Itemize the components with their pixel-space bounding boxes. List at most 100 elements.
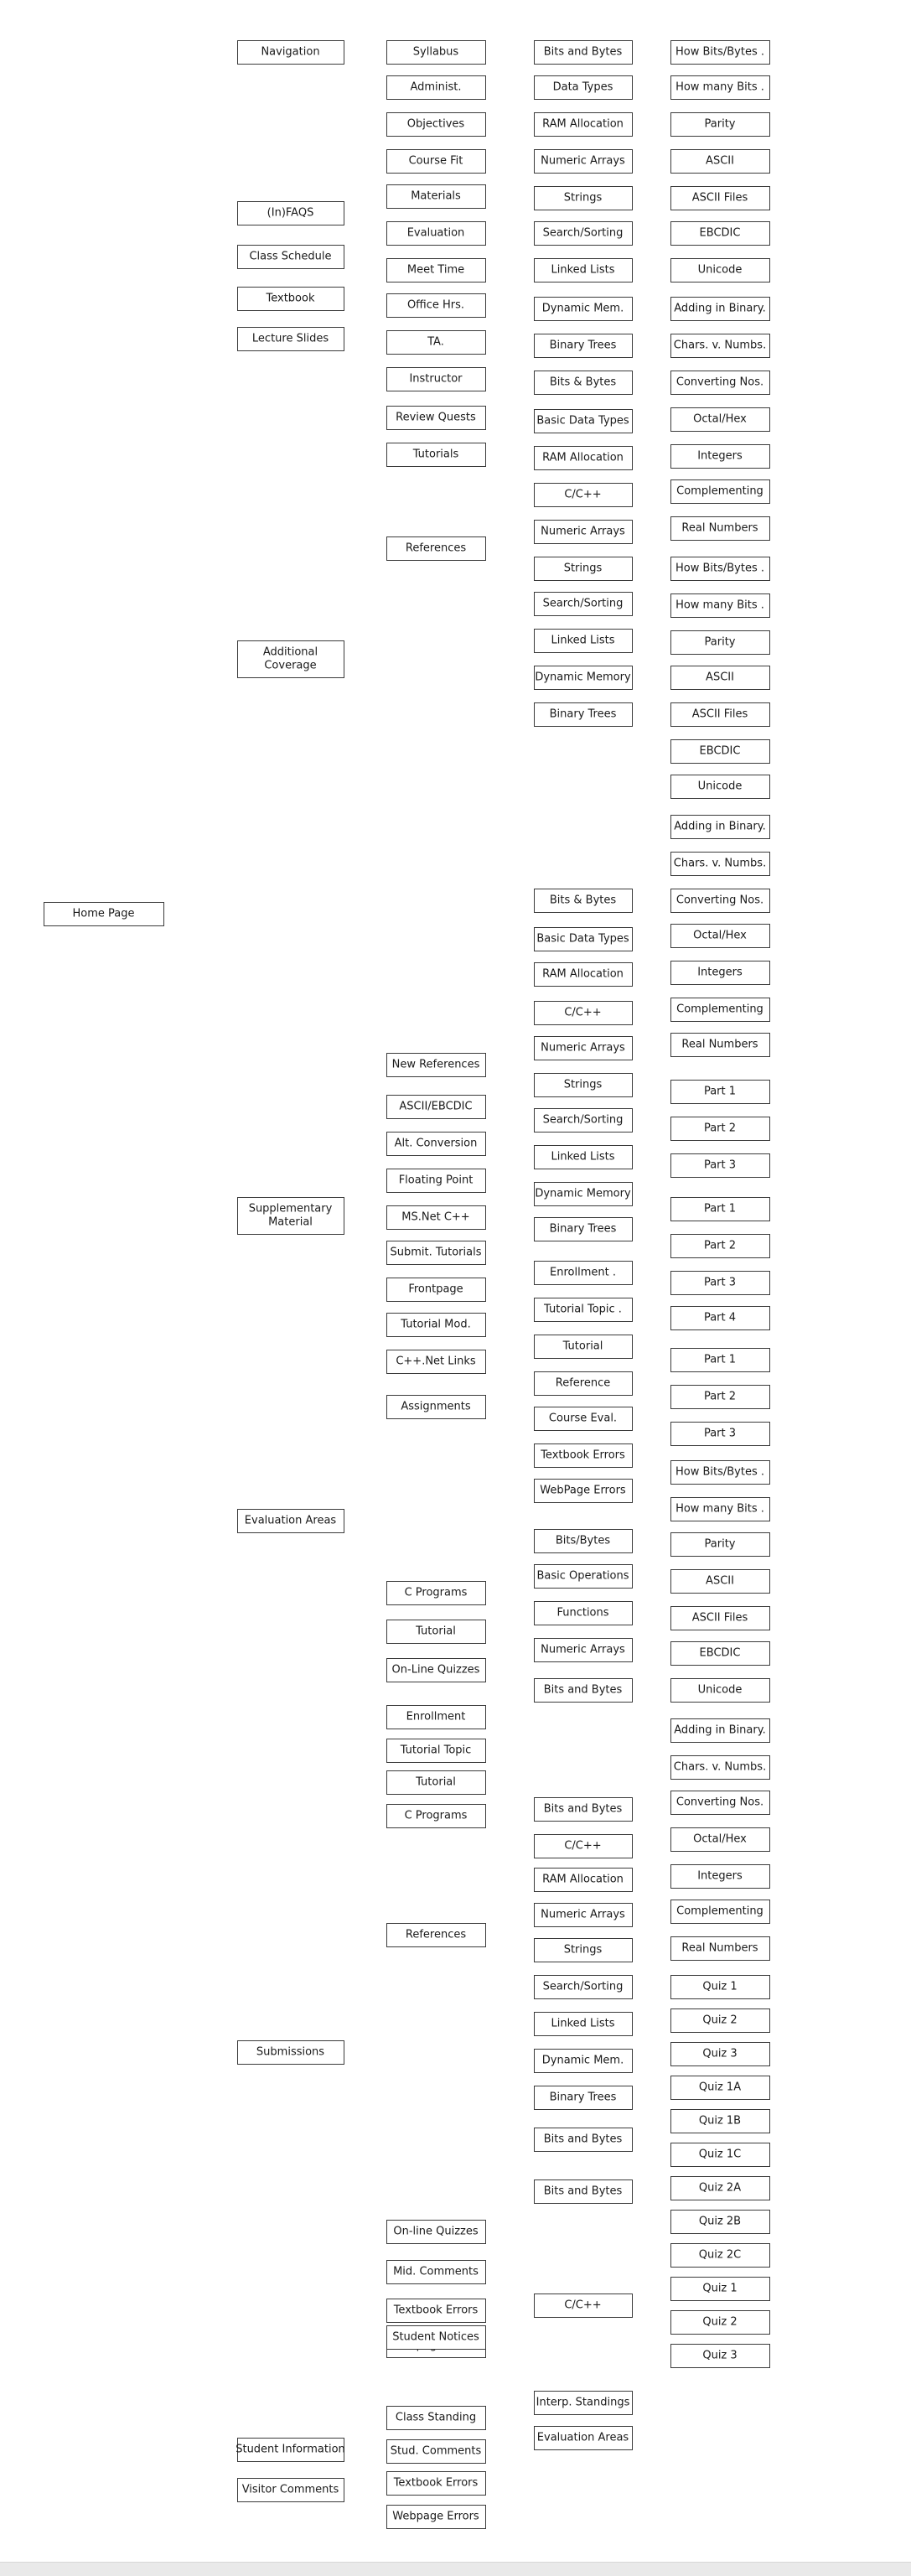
node-box-srr5 <box>670 1864 770 1889</box>
node-label-rb2: How many Bits . <box>675 599 764 612</box>
node-label-f4: Course Fit <box>409 155 463 168</box>
node-home: Home Page <box>44 902 164 926</box>
node-box-rr6 <box>670 998 770 1022</box>
node-label-t9: Dynamic Memory <box>535 671 631 684</box>
node-q2: Bits and Bytes <box>534 2179 633 2204</box>
node-label-s7: Tutorial Mod. <box>400 1319 470 1331</box>
node-box-su6 <box>386 2220 486 2244</box>
node-label-ea5: Course Eval. <box>549 1412 617 1425</box>
node-box-tb5 <box>670 444 770 469</box>
node-rr1: Adding in Binary. <box>670 815 770 839</box>
node-label-rb7: Unicode <box>698 780 743 793</box>
node-label-home: Home Page <box>73 908 135 920</box>
node-qb2: Quiz 1B <box>670 2109 770 2133</box>
node-label-e3: Tutorial <box>415 1625 456 1638</box>
node-label-f6: Evaluation <box>407 227 465 240</box>
node-box-qa1 <box>670 1975 770 1999</box>
node-rr2: Chars. v. Numbs. <box>670 852 770 876</box>
node-label-n4: Textbook <box>266 293 315 305</box>
node-f3: Objectives <box>386 112 486 137</box>
node-label-ec4: Numeric Arrays <box>541 1644 625 1656</box>
node-su7: Mid. Comments <box>386 2260 486 2284</box>
node-label-m4: Numeric Arrays <box>541 155 625 168</box>
node-label-e2: C Programs <box>405 1587 468 1599</box>
node-label-rr4: Octal/Hex <box>693 930 747 942</box>
node-rb6: EBCDIC <box>670 739 770 764</box>
node-label-qb3: Quiz 1C <box>699 2148 741 2161</box>
node-tb5: Integers <box>670 444 770 469</box>
node-label-qb5: Quiz 2B <box>699 2216 741 2228</box>
node-box-sr4 <box>534 1903 633 1927</box>
node-label-n9: Submissions <box>256 2046 324 2059</box>
node-box-f2 <box>386 75 486 100</box>
node-label-n5: Lecture Slides <box>252 333 329 345</box>
node-label-tb6: Complementing <box>676 485 763 498</box>
node-box-r4 <box>534 1001 633 1025</box>
node-label-eb5: ASCII Files <box>692 1612 748 1625</box>
node-box-ea5 <box>534 1407 633 1431</box>
node-box-su3 <box>386 1770 486 1795</box>
node-box-m7 <box>534 258 633 282</box>
node-qb3: Quiz 1C <box>670 2143 770 2167</box>
node-eb1: How Bits/Bytes . <box>670 1460 770 1485</box>
node-box-qb3 <box>670 2143 770 2167</box>
node-mb2: How many Bits . <box>670 75 770 100</box>
node-srr3: Converting Nos. <box>670 1791 770 1815</box>
node-m4: Numeric Arrays <box>534 149 633 174</box>
node-box-tb4 <box>670 407 770 432</box>
node-srr6: Complementing <box>670 1900 770 1924</box>
node-box-srr1 <box>670 1718 770 1743</box>
node-label-m9: Binary Trees <box>550 339 617 352</box>
node-box-rb5 <box>670 702 770 727</box>
node-label-f2: Administ. <box>410 81 461 94</box>
node-label-n2: (In)FAQS <box>267 207 314 220</box>
node-label-t1: Bits & Bytes <box>550 376 617 389</box>
node-box-rb4 <box>670 666 770 690</box>
node-ea6: Textbook Errors <box>534 1443 633 1468</box>
node-box-m4 <box>534 149 633 174</box>
node-box-m3 <box>534 112 633 137</box>
node-box-qb6 <box>670 2243 770 2268</box>
node-rr6: Complementing <box>670 998 770 1022</box>
node-srr5: Integers <box>670 1864 770 1889</box>
node-sr5: Strings <box>534 1938 633 1962</box>
node-box-n1 <box>237 40 344 65</box>
node-label-f5: Materials <box>411 190 461 203</box>
node-box-e4 <box>386 1658 486 1682</box>
node-t5: Numeric Arrays <box>534 520 633 544</box>
node-label-s1: ASCII/EBCDIC <box>399 1101 472 1113</box>
node-lp1: Part 1 <box>670 1080 770 1104</box>
node-tb4: Octal/Hex <box>670 407 770 432</box>
node-n3: Class Schedule <box>237 245 344 269</box>
node-box-bp1 <box>670 1197 770 1221</box>
node-label-sr2: C/C++ <box>564 1840 601 1853</box>
node-label-n7-2: Material <box>268 1216 313 1229</box>
node-t9: Dynamic Memory <box>534 666 633 690</box>
node-label-m3: RAM Allocation <box>542 118 624 131</box>
node-r6: Strings <box>534 1073 633 1097</box>
node-label-cs1: Interp. Standings <box>536 2397 630 2409</box>
node-eb6: EBCDIC <box>670 1641 770 1666</box>
node-label-t2: Basic Data Types <box>536 415 629 428</box>
node-label-r10: Binary Trees <box>550 1223 617 1236</box>
node-label-qc1: Quiz 1 <box>702 2283 737 2295</box>
node-label-su3: Tutorial <box>415 1776 456 1789</box>
node-s3: Floating Point <box>386 1169 486 1193</box>
node-box-rr4 <box>670 924 770 948</box>
node-label-ea4: Reference <box>556 1377 610 1390</box>
node-label-lp1: Part 1 <box>704 1086 736 1098</box>
node-box-sr1 <box>534 1797 633 1822</box>
node-label-t3: RAM Allocation <box>542 452 624 464</box>
node-qb6: Quiz 2C <box>670 2243 770 2268</box>
node-label-r3: RAM Allocation <box>542 968 624 981</box>
node-rb3: Parity <box>670 630 770 655</box>
node-srr1: Adding in Binary. <box>670 1718 770 1743</box>
node-box-rr2 <box>670 852 770 876</box>
node-s2: Alt. Conversion <box>386 1132 486 1156</box>
node-box-tb3 <box>670 371 770 395</box>
node-box-mb7 <box>670 258 770 282</box>
node-box-ea3 <box>534 1335 633 1359</box>
node-label-mb4: ASCII <box>706 155 734 168</box>
node-box-si5 <box>386 2505 486 2529</box>
